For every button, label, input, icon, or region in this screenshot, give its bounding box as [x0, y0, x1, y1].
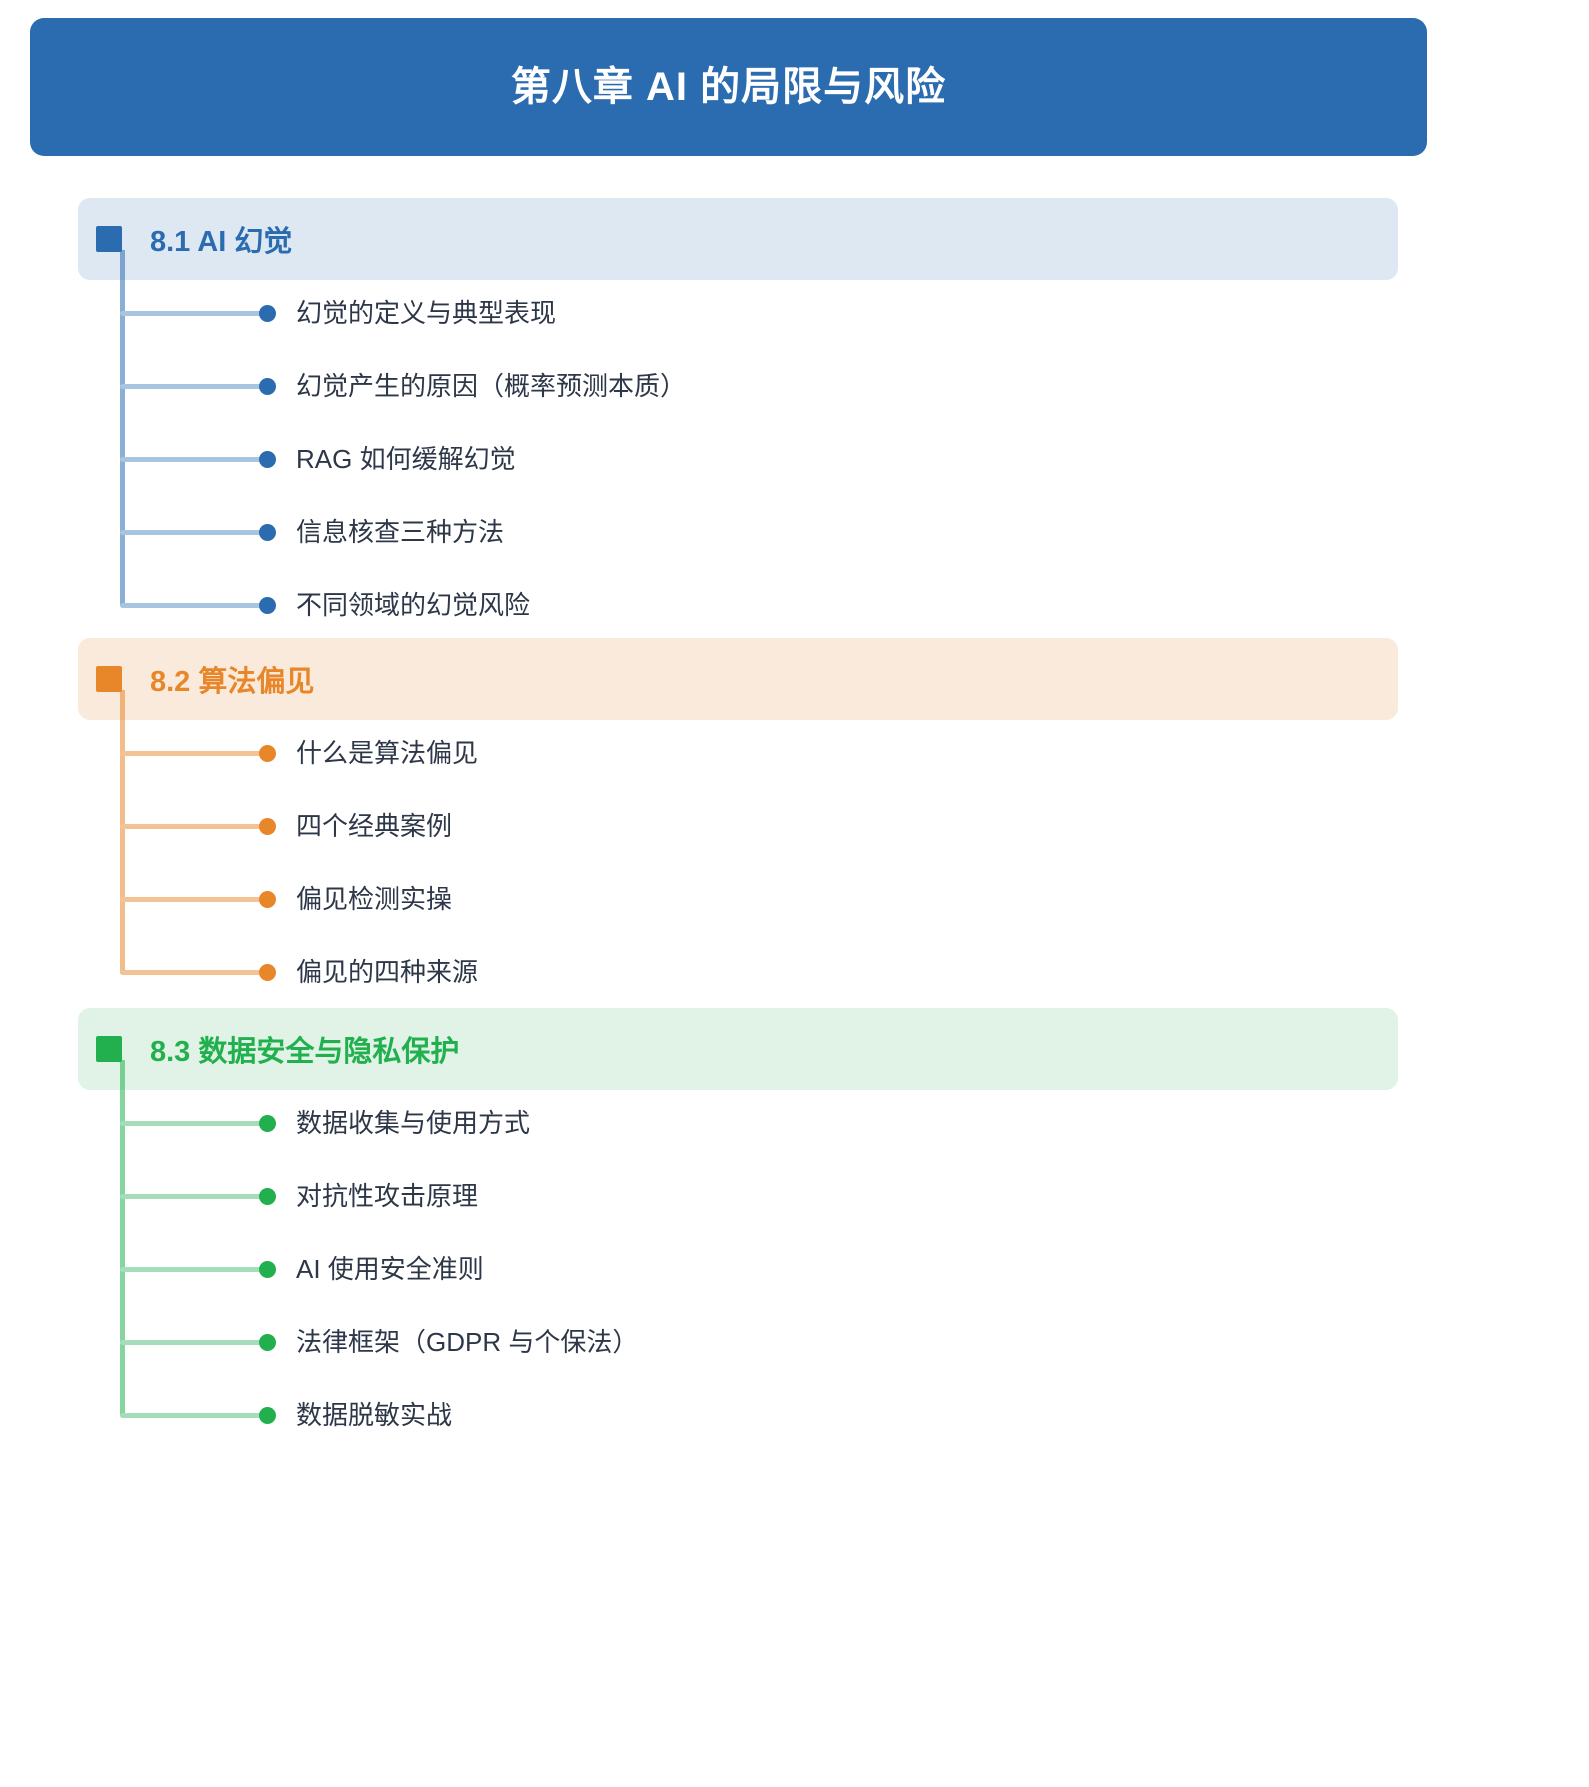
- node-dot-icon: [259, 1188, 276, 1205]
- chapter-header-bar: 第八章 AI 的局限与风险: [30, 18, 1427, 156]
- node-label[interactable]: AI 使用安全准则: [296, 1254, 484, 1284]
- branch-line: [120, 751, 262, 756]
- chapter-title: 第八章 AI 的局限与风险: [510, 65, 947, 109]
- branch-line: [120, 1413, 262, 1418]
- node-dot-icon: [259, 964, 276, 981]
- branch-line: [120, 1194, 262, 1199]
- node-label[interactable]: 幻觉产生的原因（概率预测本质）: [296, 371, 687, 401]
- node-label[interactable]: 什么是算法偏见: [296, 738, 479, 768]
- branch-line: [120, 603, 262, 608]
- node-label[interactable]: 数据收集与使用方式: [296, 1108, 531, 1138]
- branch-line: [120, 824, 262, 829]
- trunk-line-8.2: [120, 690, 125, 974]
- branch-line: [120, 457, 262, 462]
- section-header-8.1[interactable]: 8.1 AI 幻觉: [78, 198, 1398, 280]
- node-dot-icon: [259, 1115, 276, 1132]
- branch-line: [120, 1121, 262, 1126]
- trunk-line-8.1: [120, 250, 125, 607]
- node-label[interactable]: RAG 如何缓解幻觉: [296, 444, 516, 474]
- section-band-8.1: [78, 198, 1398, 280]
- branch-line: [120, 970, 262, 975]
- node-dot-icon: [259, 305, 276, 322]
- node-dot-icon: [259, 378, 276, 395]
- branch-line: [120, 311, 262, 316]
- node-dot-icon: [259, 524, 276, 541]
- section-title-8.3: 8.3 数据安全与隐私保护: [150, 1036, 460, 1068]
- section-header-8.3[interactable]: 8.3 数据安全与隐私保护: [78, 1008, 1398, 1090]
- node-label[interactable]: 偏见的四种来源: [296, 957, 479, 987]
- section-band-8.3: [78, 1008, 1398, 1090]
- node-dot-icon: [259, 1334, 276, 1351]
- branch-line: [120, 897, 262, 902]
- node-label[interactable]: 不同领域的幻觉风险: [296, 590, 531, 620]
- node-dot-icon: [259, 1261, 276, 1278]
- section-title-8.1: 8.1 AI 幻觉: [150, 226, 293, 258]
- section-band-8.2: [78, 638, 1398, 720]
- branch-line: [120, 1267, 262, 1272]
- node-label[interactable]: 幻觉的定义与典型表现: [296, 298, 557, 328]
- branch-line: [120, 1340, 262, 1345]
- branch-line: [120, 530, 262, 535]
- node-label[interactable]: 法律框架（GDPR 与个保法）: [296, 1327, 639, 1357]
- node-dot-icon: [259, 745, 276, 762]
- trunk-line-8.3: [120, 1060, 125, 1417]
- node-label[interactable]: 偏见检测实操: [296, 884, 453, 914]
- section-square-icon: [96, 1036, 122, 1062]
- node-dot-icon: [259, 451, 276, 468]
- section-square-icon: [96, 666, 122, 692]
- node-label[interactable]: 对抗性攻击原理: [296, 1181, 479, 1211]
- branch-line: [120, 384, 262, 389]
- node-label[interactable]: 信息核查三种方法: [296, 517, 505, 547]
- section-square-icon: [96, 226, 122, 252]
- node-label[interactable]: 数据脱敏实战: [296, 1400, 453, 1430]
- section-header-8.2[interactable]: 8.2 算法偏见: [78, 638, 1398, 720]
- node-dot-icon: [259, 818, 276, 835]
- node-dot-icon: [259, 1407, 276, 1424]
- node-dot-icon: [259, 597, 276, 614]
- section-title-8.2: 8.2 算法偏见: [150, 666, 315, 698]
- node-label[interactable]: 四个经典案例: [296, 811, 453, 841]
- node-dot-icon: [259, 891, 276, 908]
